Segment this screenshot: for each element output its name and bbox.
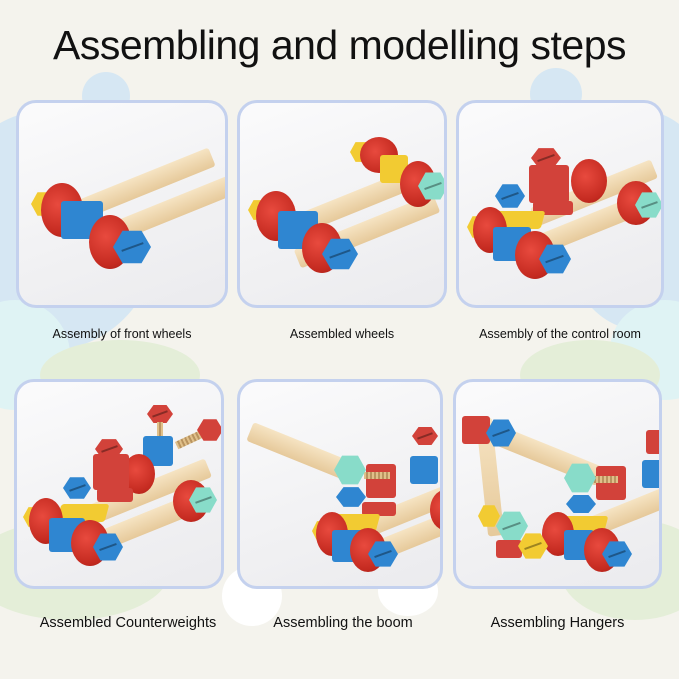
step-caption: Assembled wheels bbox=[289, 327, 395, 341]
red-wheel bbox=[430, 490, 440, 530]
step-panel-control-room bbox=[456, 100, 664, 308]
mint-cube-nut bbox=[334, 455, 366, 485]
step-panel-hangers bbox=[453, 379, 662, 589]
red-cube bbox=[529, 165, 569, 203]
step-caption: Assembling the boom bbox=[273, 615, 413, 631]
step-panel-counterweights bbox=[14, 379, 224, 589]
step-panel-boom bbox=[237, 379, 443, 589]
blue-cube bbox=[642, 460, 659, 488]
mint-bolt-head bbox=[189, 487, 217, 513]
blue-cube bbox=[410, 456, 438, 484]
red-bolt-head bbox=[197, 419, 221, 441]
red-bolt-head bbox=[95, 439, 123, 459]
step-caption: Assembly of front wheels bbox=[52, 327, 192, 341]
red-bolt-head bbox=[412, 427, 438, 445]
step-caption: Assembly of the control room bbox=[479, 327, 641, 341]
red-block bbox=[362, 502, 396, 516]
blue-bolt-head bbox=[495, 184, 525, 208]
step-panel-assembled-wheels bbox=[237, 100, 447, 308]
blue-bolt-head bbox=[63, 477, 91, 499]
red-cube bbox=[462, 416, 490, 444]
page-title: Assembling and modelling steps bbox=[53, 22, 627, 68]
yellow-bolt-head bbox=[478, 505, 500, 527]
red-wheel bbox=[571, 159, 607, 203]
red-cube bbox=[496, 540, 522, 558]
red-cube bbox=[596, 466, 626, 500]
red-bolt-head bbox=[147, 405, 173, 423]
red-block bbox=[97, 488, 133, 502]
step-caption: Assembling Hangers bbox=[490, 615, 625, 631]
step-caption: Assembled Counterweights bbox=[39, 615, 217, 631]
red-cube bbox=[646, 430, 659, 454]
step-panel-front-wheels bbox=[16, 100, 228, 308]
blue-bolt-head bbox=[486, 419, 516, 447]
threaded-rod bbox=[592, 476, 618, 483]
threaded-rod bbox=[364, 472, 390, 479]
threaded-rod bbox=[157, 422, 163, 438]
blue-nut bbox=[336, 487, 366, 507]
red-cube bbox=[366, 464, 396, 498]
red-bolt-head bbox=[531, 148, 561, 168]
blue-nut bbox=[566, 495, 596, 513]
red-cube bbox=[93, 454, 129, 490]
blue-bolt-head bbox=[93, 533, 123, 561]
